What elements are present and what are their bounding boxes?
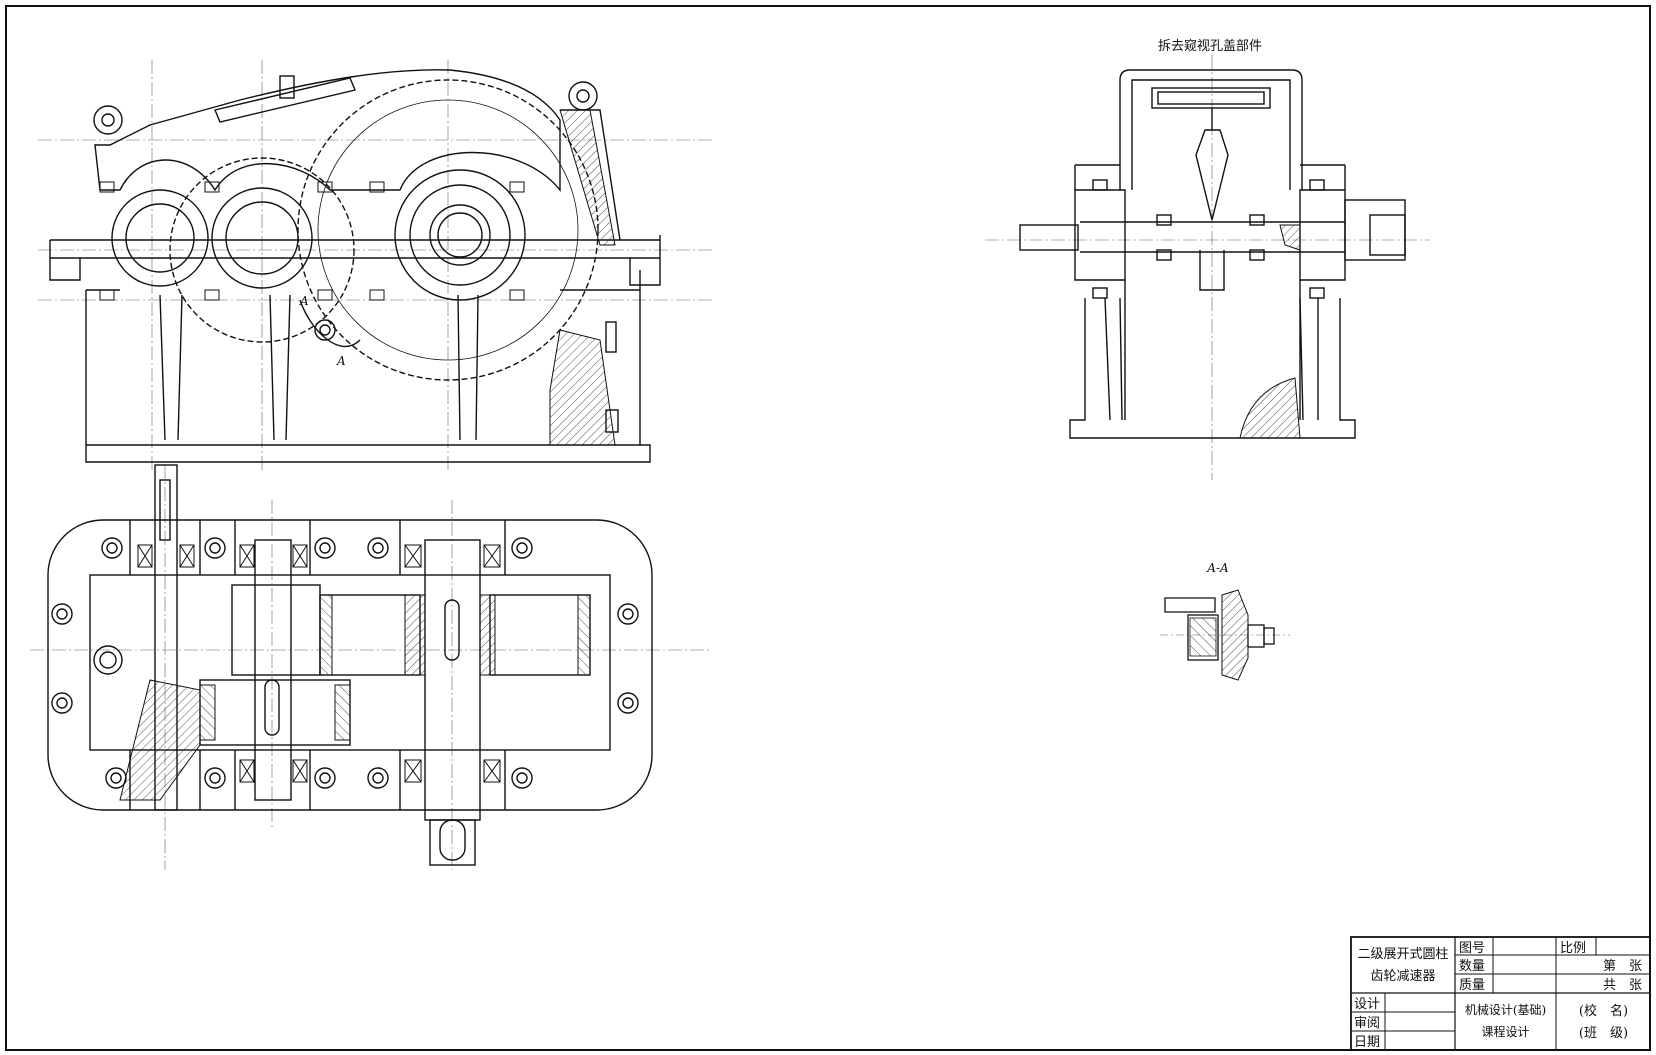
bearing-hatch-side <box>1279 224 1301 251</box>
reviewer-label: 审阅 <box>1354 1016 1381 1031</box>
oil-hatch-side <box>1239 377 1301 439</box>
date-label: 日期 <box>1354 1035 1381 1050</box>
top-view <box>30 464 712 870</box>
oil-hatch-front <box>549 329 616 446</box>
drawing-name-line1: 二级展开式圆柱 <box>1357 946 1449 962</box>
quantity-label: 数量 <box>1459 959 1486 974</box>
section-a-a-hatch <box>1221 589 1249 681</box>
drawing-name-line2: 齿轮减速器 <box>1370 968 1436 984</box>
school-name: (校 名) <box>1578 1003 1629 1019</box>
drawing-number-label: 图号 <box>1459 940 1486 956</box>
section-mark-a-bottom: A <box>336 354 346 368</box>
sheet-border <box>5 5 1651 1051</box>
side-view <box>985 55 1430 480</box>
mass-label: 质量 <box>1459 978 1486 993</box>
sheet-number-label: 第 张 <box>1602 959 1642 974</box>
wall-hatch-front <box>559 109 616 246</box>
section-title: A-A <box>1206 561 1229 575</box>
title-block: 二级展开式圆柱 齿轮减速器 图号 比例 数量 第 张 质量 共 张 设计 审阅 … <box>1350 936 1651 1051</box>
designer-label: 设计 <box>1354 997 1381 1012</box>
sheet-total-label: 共 张 <box>1602 978 1642 993</box>
scale-label: 比例 <box>1560 940 1587 956</box>
course-name-line2: 课程设计 <box>1481 1024 1530 1039</box>
title-block-grid <box>1350 936 1651 1051</box>
class-name: (班 级) <box>1578 1025 1629 1041</box>
front-view <box>38 60 712 470</box>
course-name-line1: 机械设计(基础) <box>1464 1002 1547 1017</box>
side-view-title: 拆去窥视孔盖部件 <box>1158 38 1262 54</box>
section-mark-a-top: A <box>299 294 309 308</box>
section-a-a-hatch-2 <box>1189 617 1217 657</box>
top-view-hatch <box>119 594 591 801</box>
